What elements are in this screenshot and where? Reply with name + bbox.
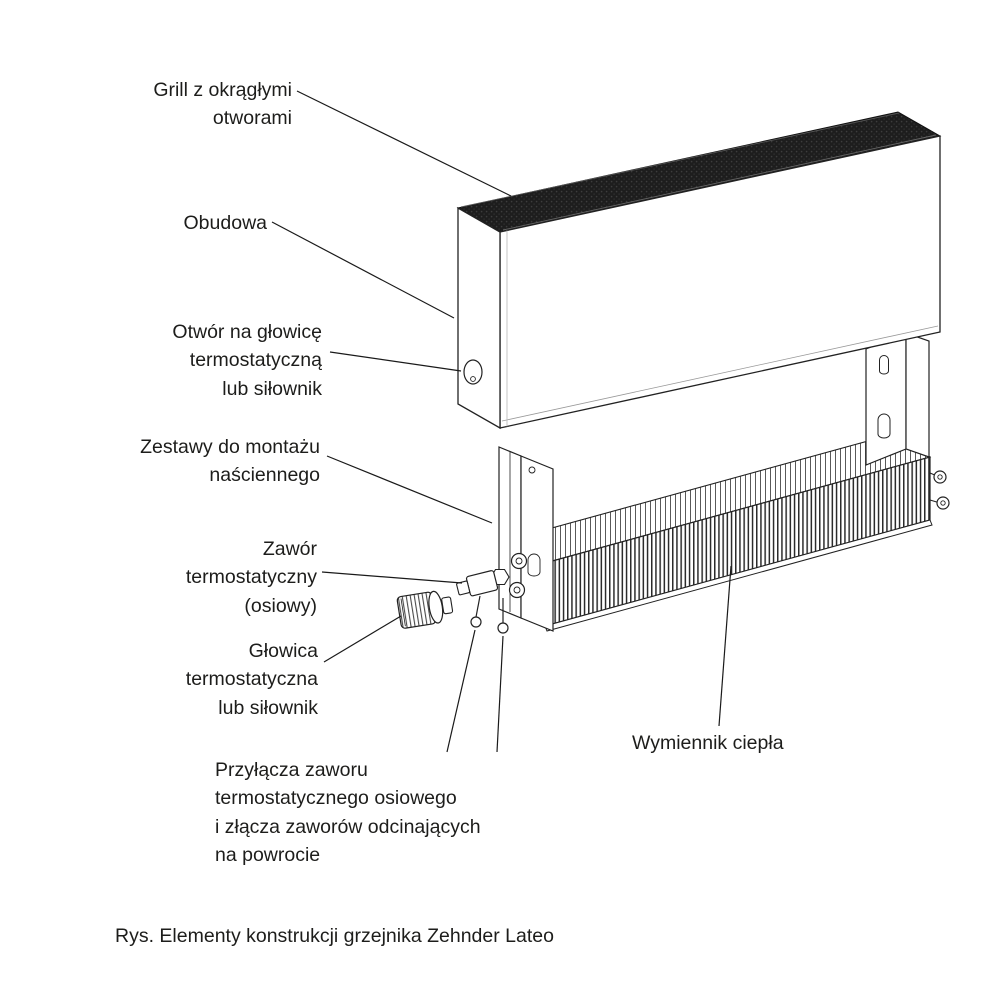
label-zestawy-montazowe: Zestawy do montażu naściennego <box>140 436 320 487</box>
leader-glowica <box>323 615 402 663</box>
leader-otwor <box>329 351 462 372</box>
leader-lines <box>271 90 732 753</box>
return-pipe-connections <box>929 470 950 510</box>
leader-wymiennik <box>718 565 732 727</box>
leader-zawor <box>321 571 463 584</box>
thermostatic-head-drawing <box>396 590 454 629</box>
label-glowica-termostatyczna: Głowica termostatyczna lub siłownik <box>185 640 318 719</box>
label-obudowa: Obudowa <box>183 212 267 234</box>
leader-przylacza-2 <box>496 635 504 753</box>
housing-end-cap <box>457 206 501 430</box>
heat-exchanger-drawing <box>510 432 950 632</box>
thermostat-head-hole <box>463 359 483 385</box>
return-connection-fitting <box>497 622 509 634</box>
valve-connection-fitting <box>470 616 482 628</box>
thermostatic-valve-drawing <box>456 552 528 634</box>
figure-caption: Rys. Elementy konstrukcji grzejnika Zehn… <box>115 925 554 947</box>
housing-drawing <box>456 111 942 430</box>
label-przylacza: Przyłącza zaworu termostatycznego osiowe… <box>215 759 481 866</box>
leader-obudowa <box>271 221 455 319</box>
wall-bracket-right <box>865 332 930 466</box>
heat-exchanger-bottom-plate <box>544 519 933 632</box>
leader-zestawy <box>326 455 493 524</box>
leader-przylacza-1 <box>446 629 476 753</box>
bracket-keyhole-top <box>879 355 889 375</box>
wall-bracket-left <box>498 446 554 632</box>
label-otwor-na-glowice: Otwór na głowicę termostatyczną lub siło… <box>172 321 322 400</box>
bracket-keyhole-bottom <box>877 413 891 439</box>
leader-grill <box>296 90 512 197</box>
label-grill: Grill z okrągłymi otworami <box>153 79 292 130</box>
label-zawor-termostatyczny: Zawór termostatyczny (osiowy) <box>185 538 317 617</box>
label-wymiennik-ciepla: Wymiennik ciepła <box>632 732 784 754</box>
